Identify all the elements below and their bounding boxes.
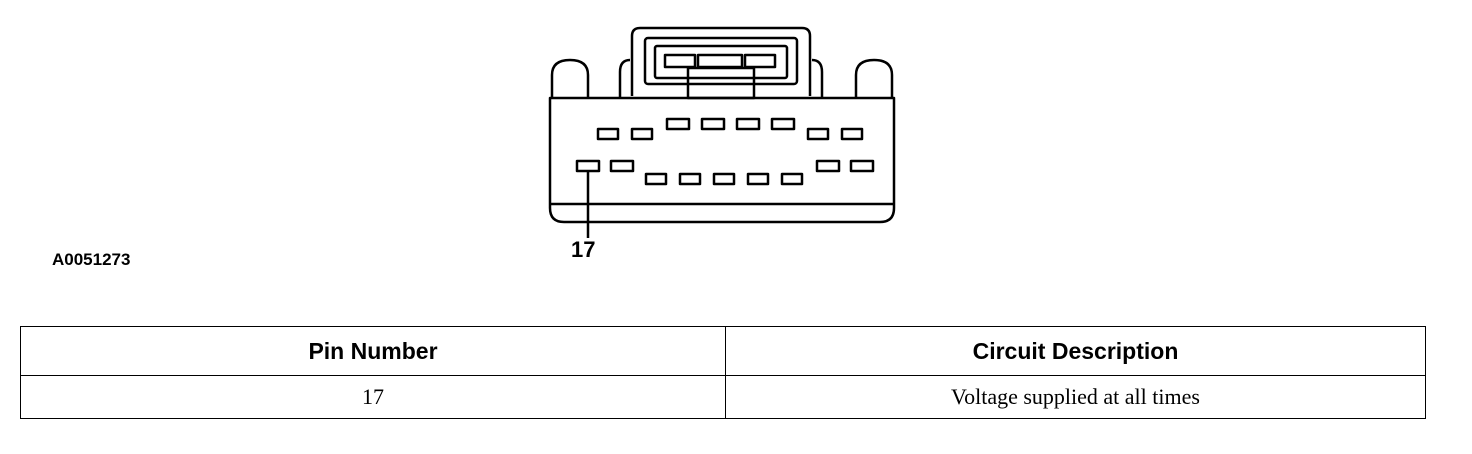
header-pin-number: Pin Number <box>20 326 726 376</box>
cell-circuit-description: Voltage supplied at all times <box>725 375 1426 419</box>
terminal-pin-17 <box>575 159 601 173</box>
pin-table: Pin Number Circuit Description 17 Voltag… <box>20 326 1426 419</box>
connector-lock-tab-inner <box>643 36 799 86</box>
pin-table-header-row: Pin Number Circuit Description <box>20 326 1426 376</box>
lock-slot-middle <box>696 53 744 69</box>
connector-lock-tab <box>630 26 812 96</box>
terminal-row-lower <box>575 159 875 186</box>
cell-pin-number: 17 <box>20 375 726 419</box>
connector-diagram <box>548 26 896 238</box>
table-row: 17 Voltage supplied at all times <box>20 375 1426 419</box>
connector-left-inner-lobe <box>618 58 631 98</box>
connector-body <box>548 96 896 224</box>
connector-right-lobe <box>854 58 894 98</box>
connector-right-inner-lobe <box>811 58 824 98</box>
header-circuit-description: Circuit Description <box>725 326 1426 376</box>
pin-17-callout-label: 17 <box>571 237 596 262</box>
terminal-row-upper <box>596 117 864 141</box>
connector-lock-tab-inner-2 <box>653 44 789 80</box>
lock-slot-left <box>663 53 697 69</box>
figure-id: A0051273 <box>52 250 131 269</box>
connector-left-lobe <box>550 58 590 98</box>
lock-slot-right <box>743 53 777 69</box>
